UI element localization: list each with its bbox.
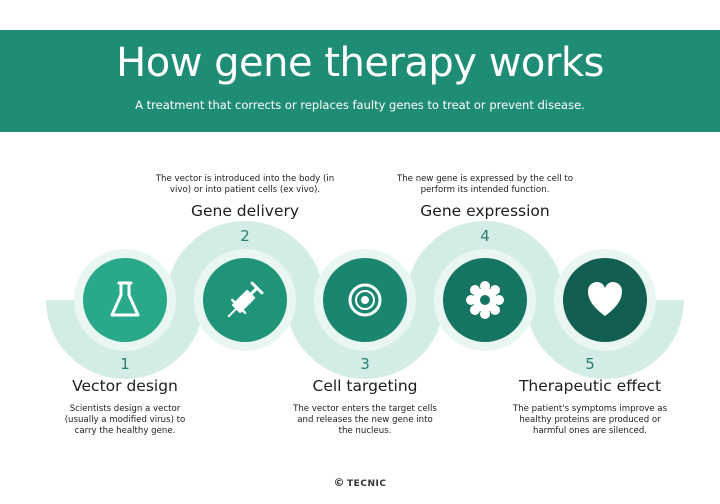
step-2-number: 2 <box>240 227 250 245</box>
target-cell-icon <box>348 283 382 317</box>
heart-icon <box>588 282 622 316</box>
step-2-title: Gene delivery <box>190 202 300 220</box>
page-title: How gene therapy works <box>116 40 604 86</box>
step-1-circle <box>83 258 167 342</box>
syringe-icon <box>227 281 264 318</box>
step-4-number: 4 <box>480 227 490 245</box>
step-5-title: Therapeutic effect <box>518 377 662 395</box>
step-3-number: 3 <box>360 355 370 373</box>
brand-logo-icon: © <box>333 476 346 489</box>
step-2-description: The vector is introduced into the body (… <box>155 174 335 195</box>
step-4-title: Gene expression <box>420 202 550 220</box>
header-banner: How gene therapy works A treatment that … <box>0 30 720 132</box>
step-3-title: Cell targeting <box>312 377 418 395</box>
step-5-description: The patient's symptoms improve as health… <box>512 404 668 436</box>
step-3-description: The vector enters the target cells and r… <box>293 404 437 436</box>
footer-brand: ©TECNIC <box>0 476 720 489</box>
step-1-description: Scientists design a vector (usually a mo… <box>64 404 186 436</box>
step-4-description: The new gene is expressed by the cell to… <box>396 174 573 195</box>
step-1-number: 1 <box>120 355 130 373</box>
flask-icon <box>110 281 140 317</box>
page-subtitle: A treatment that corrects or replaces fa… <box>135 98 585 112</box>
brand-name: TECNIC <box>347 479 387 489</box>
gear-icon <box>466 281 504 319</box>
step-5-number: 5 <box>585 355 595 373</box>
step-1-title: Vector design <box>72 377 178 395</box>
wave-band <box>46 221 684 379</box>
